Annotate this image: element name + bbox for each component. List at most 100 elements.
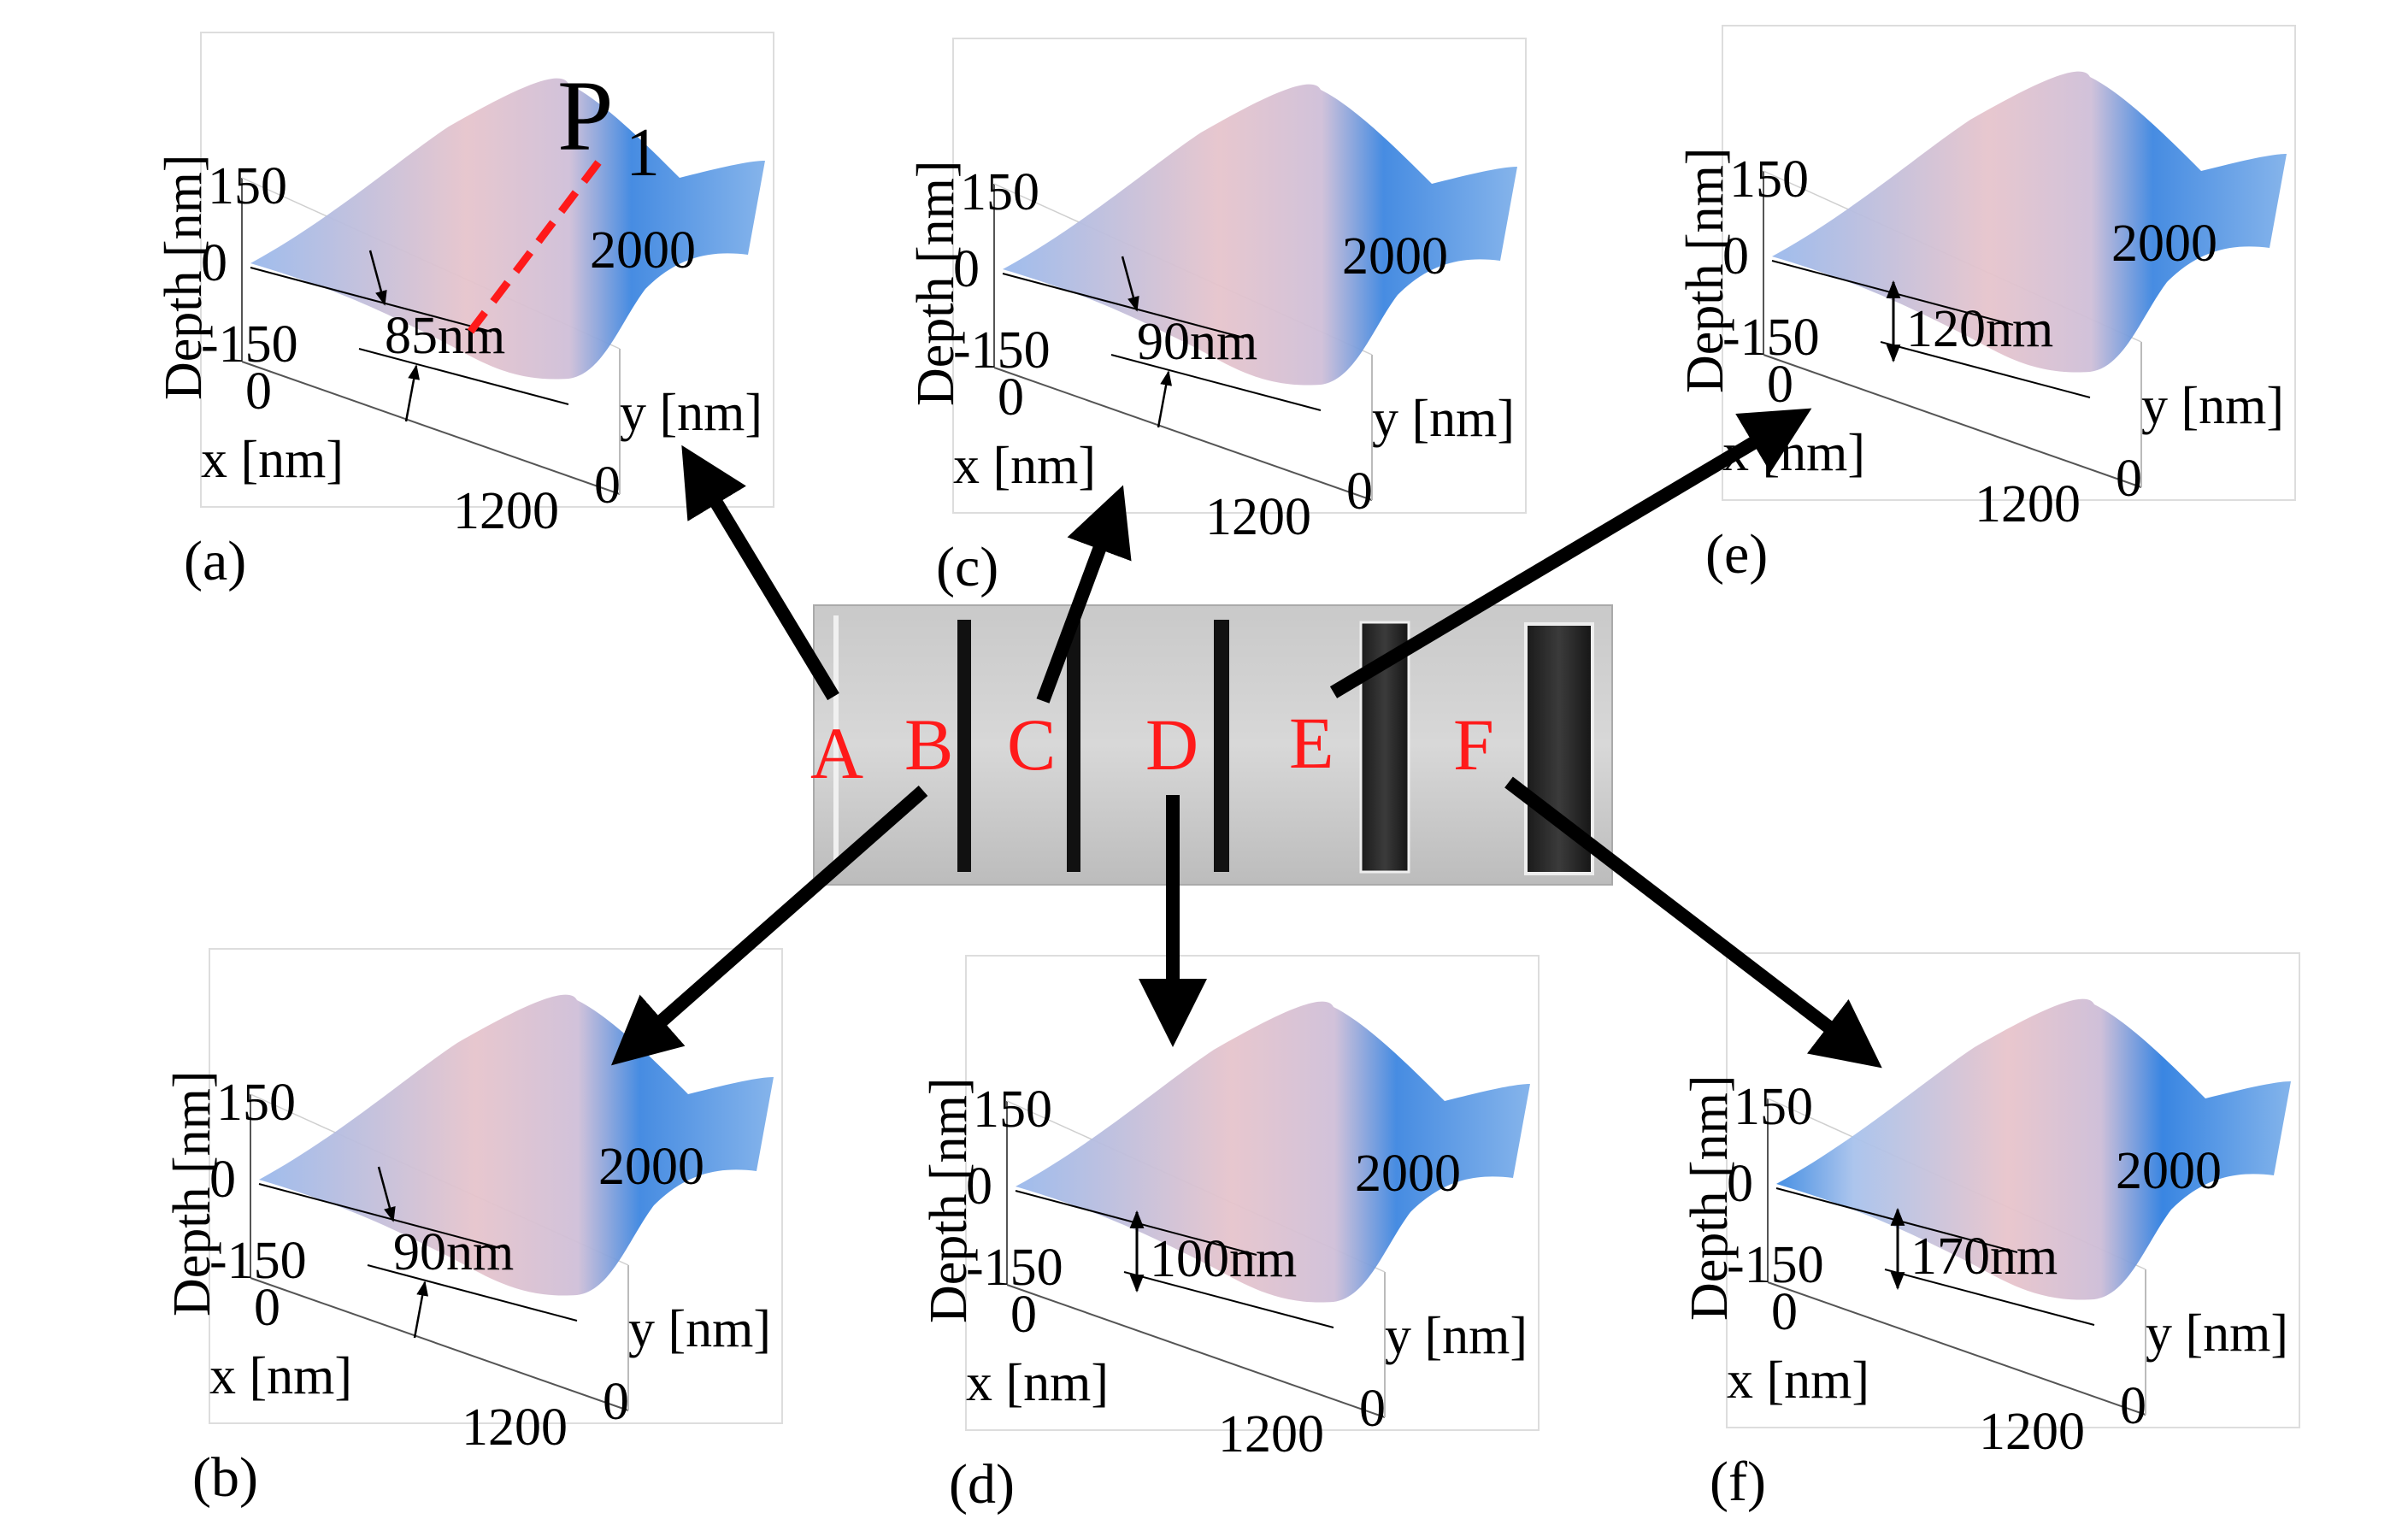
panel-label: (b) <box>192 1446 258 1509</box>
panel-label: (f) <box>1710 1451 1766 1513</box>
sem-image <box>813 604 1613 886</box>
depth-axis-label: Depth [nm] <box>920 1077 978 1323</box>
y-tick-2000: 2000 <box>2111 215 2217 273</box>
site-labels: A B C D E F <box>810 702 1494 794</box>
surface-plot <box>1016 1001 1530 1303</box>
y-tick-0: 0 <box>1359 1380 1386 1438</box>
y-axis-label: y [nm] <box>1372 390 1515 448</box>
x-axis-label: x [nm] <box>201 431 344 489</box>
depth-tick-neg150: -150 <box>1727 1236 1824 1294</box>
depth-marker <box>377 1166 396 1222</box>
y-tick-2000: 2000 <box>1355 1145 1461 1203</box>
x-tick-0: 0 <box>254 1279 280 1337</box>
x-axis-label: x [nm] <box>209 1347 352 1405</box>
p1-annotation: P 1 <box>462 60 660 340</box>
depth-tick-0: 0 <box>1722 227 1749 286</box>
depth-tick-neg150: -150 <box>209 1232 307 1290</box>
arrow-c <box>1036 485 1132 704</box>
depth-tick-150: 150 <box>208 157 287 215</box>
x-axis-label: x [nm] <box>1727 1351 1869 1410</box>
depth-measurement: 100nm <box>1150 1230 1297 1288</box>
depth-tick-150: 150 <box>973 1080 1052 1139</box>
site-label-c: C <box>1007 704 1056 786</box>
x-tick-0: 0 <box>1010 1286 1037 1344</box>
panel-label: (e) <box>1705 523 1768 586</box>
x-tick-1200: 1200 <box>462 1398 568 1457</box>
depth-axis-label: Depth [nm] <box>1676 147 1734 393</box>
depth-tick-0: 0 <box>966 1157 992 1216</box>
depth-axis-label: Depth [nm] <box>1681 1075 1739 1321</box>
panel-label: (d) <box>949 1453 1015 1516</box>
p1-subscript: 1 <box>626 115 660 191</box>
surface-plot <box>1772 71 2287 373</box>
depth-measurement: 120nm <box>1906 300 2053 358</box>
x-axis-label: x [nm] <box>953 437 1096 495</box>
trench-d <box>1214 620 1229 872</box>
site-label-e: E <box>1289 702 1334 784</box>
y-axis-label: y [nm] <box>620 384 762 442</box>
site-label-d: D <box>1145 704 1198 786</box>
y-axis-label: y [nm] <box>628 1300 771 1358</box>
x-tick-0: 0 <box>1767 356 1793 414</box>
pointer-arrows <box>610 408 1882 1069</box>
depth-measurement: 90nm <box>1137 313 1257 371</box>
arrow-f <box>1504 776 1882 1069</box>
y-tick-0: 0 <box>2120 1377 2146 1435</box>
x-tick-0: 0 <box>1771 1283 1798 1341</box>
p1-label: P <box>557 60 614 172</box>
y-tick-2000: 2000 <box>598 1138 704 1196</box>
y-axis-label: y [nm] <box>1385 1307 1528 1365</box>
y-tick-2000: 2000 <box>2116 1142 2222 1200</box>
depth-marker <box>368 250 387 306</box>
site-label-b: B <box>904 704 953 786</box>
depth-tick-neg150: -150 <box>1722 309 1820 367</box>
site-label-a: A <box>810 712 863 794</box>
y-tick-2000: 2000 <box>590 221 696 280</box>
depth-tick-150: 150 <box>1734 1078 1813 1136</box>
x-tick-1200: 1200 <box>1218 1405 1324 1463</box>
y-axis-label: y [nm] <box>2141 377 2284 435</box>
depth-tick-neg150: -150 <box>201 315 298 374</box>
depth-measurement: 170nm <box>1911 1228 2058 1286</box>
depth-axis-label: Depth [nm] <box>163 1070 221 1316</box>
arrow-a <box>681 445 839 701</box>
arrow-b <box>610 785 928 1066</box>
depth-axis-label: Depth [nm] <box>907 160 965 406</box>
depth-tick-0: 0 <box>953 240 980 298</box>
surface-plot <box>1776 998 2291 1300</box>
y-tick-0: 0 <box>603 1373 629 1431</box>
trench-b <box>957 620 971 872</box>
depth-tick-0: 0 <box>209 1151 236 1209</box>
depth-tick-150: 150 <box>1729 150 1809 209</box>
x-tick-1200: 1200 <box>1979 1403 2085 1461</box>
x-tick-1200: 1200 <box>1975 475 2081 533</box>
trench-c <box>1067 620 1080 872</box>
site-label-f: F <box>1453 704 1494 786</box>
depth-tick-150: 150 <box>960 163 1039 221</box>
x-tick-0: 0 <box>245 362 272 421</box>
y-tick-0: 0 <box>594 456 621 515</box>
x-tick-0: 0 <box>998 368 1024 427</box>
depth-tick-0: 0 <box>1727 1155 1753 1213</box>
x-tick-1200: 1200 <box>453 482 559 540</box>
depth-tick-neg150: -150 <box>966 1239 1063 1297</box>
depth-tick-0: 0 <box>201 234 227 292</box>
depth-marker <box>1121 256 1139 312</box>
panel-label: (c) <box>936 536 998 598</box>
x-tick-1200: 1200 <box>1205 488 1311 546</box>
x-axis-label: x [nm] <box>966 1354 1109 1412</box>
y-tick-0: 0 <box>1346 462 1373 521</box>
depth-axis-label: Depth [nm] <box>155 154 213 400</box>
depth-measurement: 90nm <box>393 1223 514 1281</box>
y-tick-2000: 2000 <box>1342 227 1448 286</box>
panel-label: (a) <box>184 530 246 592</box>
arrow-e <box>1329 408 1812 698</box>
depth-tick-150: 150 <box>216 1074 296 1132</box>
